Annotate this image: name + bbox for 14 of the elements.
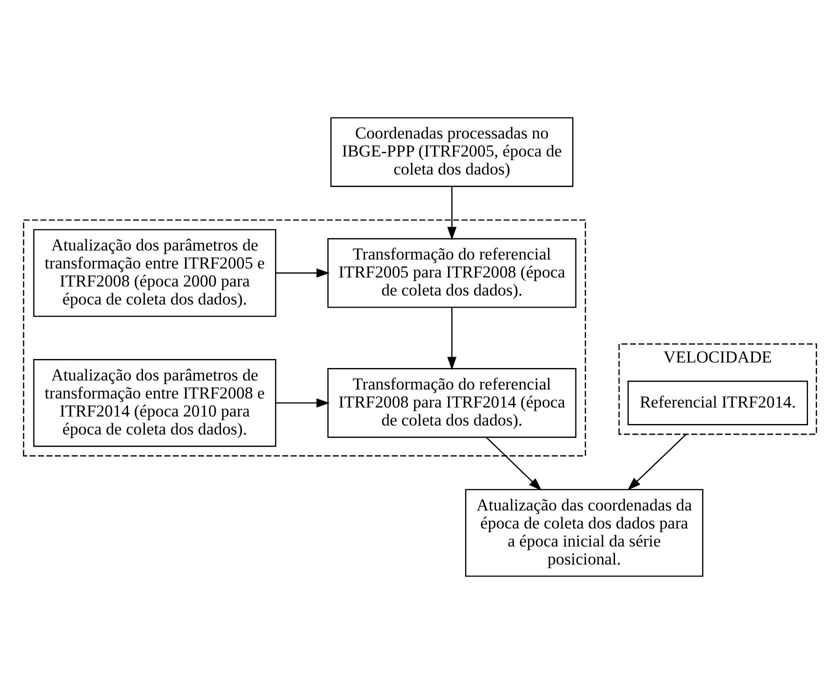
arrow xyxy=(446,306,456,370)
node-box: Atualização dos parâmetros de transformação entre ITRF2008 e ITRF2014 (época 2010 para época de coleta dos dados). xyxy=(32,358,276,446)
node-box: Atualização das coordenadas da época de coleta dos dados para a época inicial da série posicional. xyxy=(464,488,703,576)
node-box: Transformação do referencial ITRF2005 para ITRF2008 (época de coleta dos dados). xyxy=(326,238,576,308)
node-box: Transformação do referencial ITRF2008 para ITRF2014 (época de coleta dos dados). xyxy=(326,368,576,438)
node-box: Atualização dos parâmetros de transformação entre ITRF2005 e ITRF2008 (época 2000 para época de coleta dos dados). xyxy=(32,228,276,316)
arrow xyxy=(485,436,542,490)
arrow xyxy=(446,186,456,240)
arrow xyxy=(276,398,330,408)
node-box: Coordenadas processadas no IBGE-PPP (ITRF2005, época de coleta dos dados) xyxy=(330,116,573,186)
cluster xyxy=(22,218,586,456)
node-box: Referencial ITRF2014. xyxy=(627,380,808,425)
arrow xyxy=(627,433,686,490)
arrow xyxy=(276,268,330,278)
